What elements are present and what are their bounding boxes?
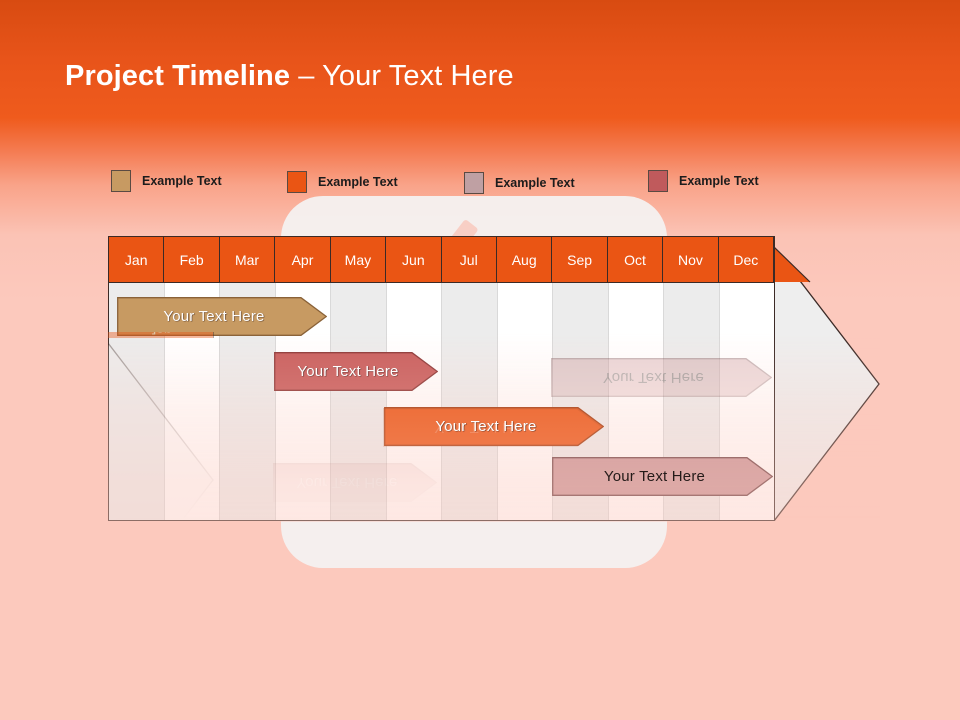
- month-header-nov[interactable]: Nov: [663, 237, 719, 283]
- legend-swatch-icon: [464, 172, 484, 194]
- timeline-column-mar: [220, 237, 276, 520]
- month-header-dec[interactable]: Dec: [718, 237, 775, 283]
- month-header-mar[interactable]: Mar: [219, 237, 276, 283]
- legend-item[interactable]: Example Text: [111, 170, 222, 192]
- timeline-bar-label: Your Text Here: [603, 468, 706, 485]
- timeline-bar-shape: [552, 457, 774, 496]
- timeline-bar-1[interactable]: Your Text Here: [117, 297, 328, 336]
- page-title-strong: Project Timeline: [65, 60, 291, 92]
- timeline-bar-shape: [274, 352, 439, 391]
- month-header-sep[interactable]: Sep: [552, 237, 608, 283]
- timeline-bar-label: Your Text Here: [435, 418, 537, 435]
- timeline-bar-label: Your Text Here: [163, 308, 265, 325]
- legend-swatch-icon: [648, 170, 668, 192]
- timeline-column-jan: [109, 237, 165, 520]
- timeline-column-feb: [164, 237, 220, 520]
- month-header-oct[interactable]: Oct: [607, 237, 664, 283]
- timeline-column-jul: [442, 237, 498, 520]
- timeline-bar-2[interactable]: Your Text Here: [274, 352, 439, 391]
- legend-swatch-icon: [111, 170, 131, 192]
- page-title-light: – Your Text Here: [290, 60, 514, 92]
- legend-item[interactable]: Example Text: [287, 171, 398, 193]
- month-header-apr[interactable]: Apr: [275, 237, 331, 283]
- page-title: Project Timeline – Your Text Here: [65, 60, 514, 93]
- legend-item[interactable]: Example Text: [464, 172, 575, 194]
- month-header-jul[interactable]: Jul: [441, 237, 497, 283]
- month-header-jun[interactable]: Jun: [386, 237, 442, 283]
- timeline-bar-3[interactable]: Your Text Here: [384, 407, 605, 446]
- legend-swatch-icon: [287, 171, 307, 193]
- legend: Example Text Example Text Example Text E…: [0, 166, 960, 198]
- month-header-feb[interactable]: Feb: [164, 237, 220, 283]
- month-header-aug[interactable]: Aug: [496, 237, 553, 283]
- timeline-bar-shape: [117, 297, 328, 336]
- legend-item-label: Example Text: [495, 176, 575, 190]
- title-band: Project Timeline – Your Text Here: [0, 0, 960, 130]
- legend-item-label: Example Text: [318, 175, 398, 189]
- timeline-bar-label: Your Text Here: [297, 363, 399, 380]
- timeline-bar-4[interactable]: Your Text Here: [552, 457, 774, 496]
- month-header-may[interactable]: May: [330, 237, 387, 283]
- timeline-arrow-head: [774, 247, 880, 521]
- timeline-bar-shape: [384, 407, 605, 446]
- month-header-jan[interactable]: Jan: [109, 237, 165, 283]
- legend-item-label: Example Text: [142, 174, 222, 188]
- timeline-column-aug: [497, 237, 553, 520]
- legend-item-label: Example Text: [679, 174, 759, 188]
- legend-item[interactable]: Example Text: [648, 170, 759, 192]
